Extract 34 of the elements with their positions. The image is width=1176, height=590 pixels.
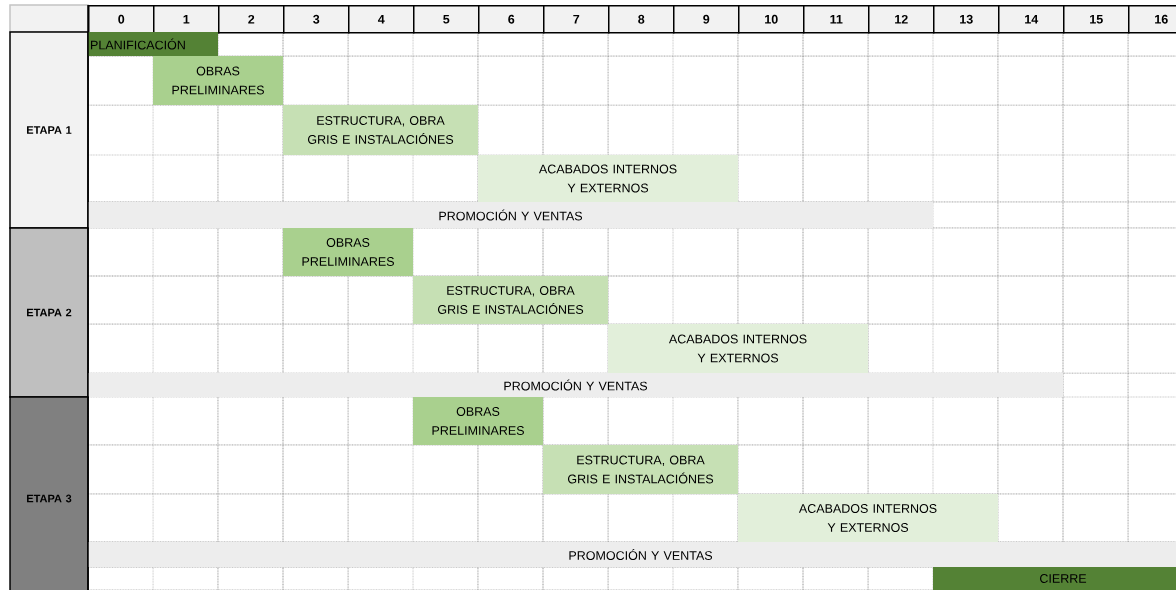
column-header: 2 (218, 5, 285, 34)
column-header: 13 (933, 5, 1000, 34)
stage-label: ETAPA 2 (9, 227, 89, 398)
task-bar: PLANIFICACIÓN (88, 32, 218, 56)
stage-label: ETAPA 3 (9, 396, 89, 590)
node-label: PROMOCIÓN Y VENTAS (439, 209, 583, 221)
task-bar: ESTRUCTURA, OBRA GRIS E INSTALACIÓNES (413, 276, 608, 324)
column-header: 11 (803, 5, 870, 34)
column-header: 14 (998, 5, 1065, 34)
column-header: 6 (478, 5, 545, 34)
task-bar: ACABADOS INTERNOS Y EXTERNOS (738, 494, 998, 542)
task-bar: ESTRUCTURA, OBRA GRIS E INSTALACIÓNES (543, 445, 738, 494)
task-bar: PROMOCIÓN Y VENTAS (88, 373, 1063, 397)
column-header: 10 (738, 5, 805, 34)
task-bar: OBRAS PRELIMINARES (283, 228, 413, 276)
column-header: 15 (1063, 5, 1130, 34)
column-header: 1 (153, 5, 220, 34)
task-bar: ESTRUCTURA, OBRA GRIS E INSTALACIÓNES (283, 105, 478, 155)
column-header: 7 (543, 5, 610, 34)
column-header: 9 (673, 5, 740, 34)
task-bar: PROMOCIÓN Y VENTAS (88, 202, 933, 228)
column-header: 4 (348, 5, 415, 34)
column-header: 0 (88, 5, 155, 34)
column-header: 5 (413, 5, 480, 34)
column-header: 3 (283, 5, 350, 34)
task-bar: CIERRE (933, 567, 1176, 590)
task-bar: OBRAS PRELIMINARES (413, 397, 543, 445)
column-header: 12 (868, 5, 935, 34)
task-bar: ACABADOS INTERNOS Y EXTERNOS (608, 324, 868, 373)
task-bar: ACABADOS INTERNOS Y EXTERNOS (478, 155, 738, 202)
column-header: 16 (1128, 5, 1176, 34)
column-header: 8 (608, 5, 675, 34)
task-bar: PROMOCIÓN Y VENTAS (88, 542, 1176, 567)
task-bar: OBRAS PRELIMINARES (153, 56, 283, 105)
